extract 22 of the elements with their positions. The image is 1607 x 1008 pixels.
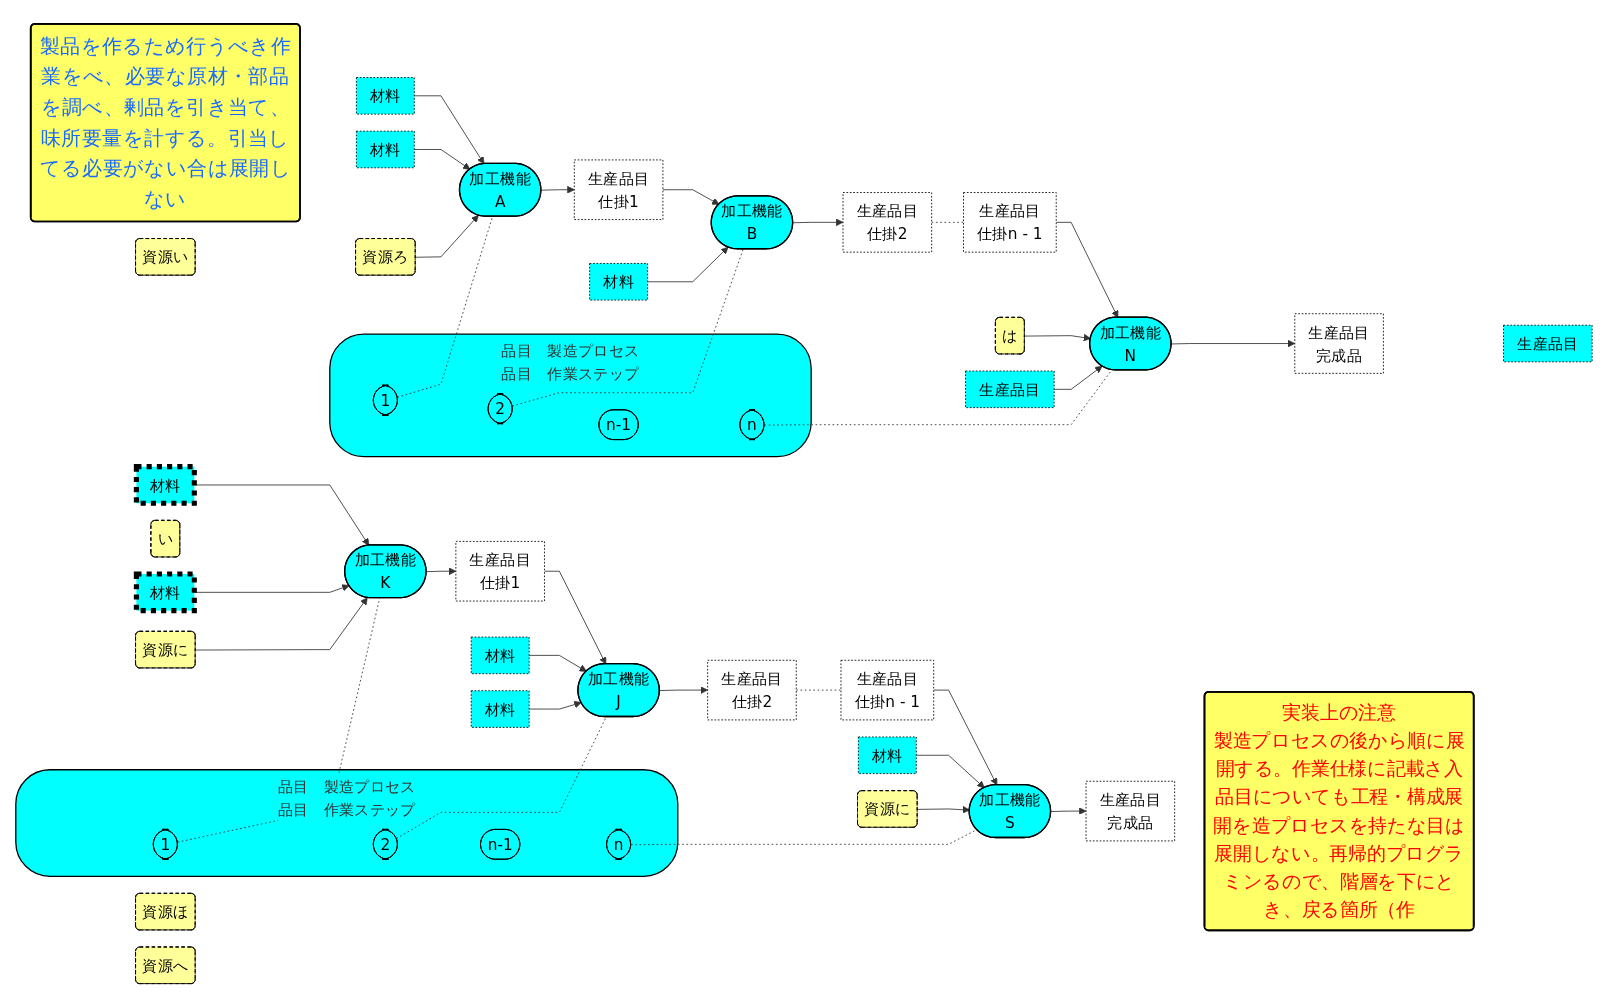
node-box: 材料 <box>355 131 415 169</box>
node-box: 生産品目 仕掛2 <box>842 192 932 253</box>
node-box: 生産品目 完成品 <box>1293 313 1384 375</box>
node-box: 材料 <box>588 263 648 301</box>
node-box: 材料 <box>355 77 415 115</box>
node-box: 生産品目 <box>1502 325 1593 363</box>
node-box: 生産品目 仕掛n - 1 <box>962 192 1057 253</box>
node-box: 材料 <box>133 571 197 614</box>
connector <box>930 222 964 224</box>
node-box: 材料 <box>470 636 530 675</box>
node-box: 材料 <box>133 464 197 507</box>
node-box: 材料 <box>857 736 917 775</box>
connector <box>630 829 977 846</box>
node-box: 生産品目 <box>964 370 1055 409</box>
node-box: 生産品目 仕掛n - 1 <box>840 660 934 721</box>
node-box: 生産品目 仕掛1 <box>454 541 545 602</box>
node-box: 生産品目 仕掛2 <box>706 660 797 721</box>
connector <box>795 689 841 691</box>
node-box: 材料 <box>470 690 530 729</box>
node-box: 生産品目 仕掛1 <box>573 159 663 221</box>
node-box: 生産品目 完成品 <box>1085 781 1175 842</box>
connector <box>395 716 607 840</box>
